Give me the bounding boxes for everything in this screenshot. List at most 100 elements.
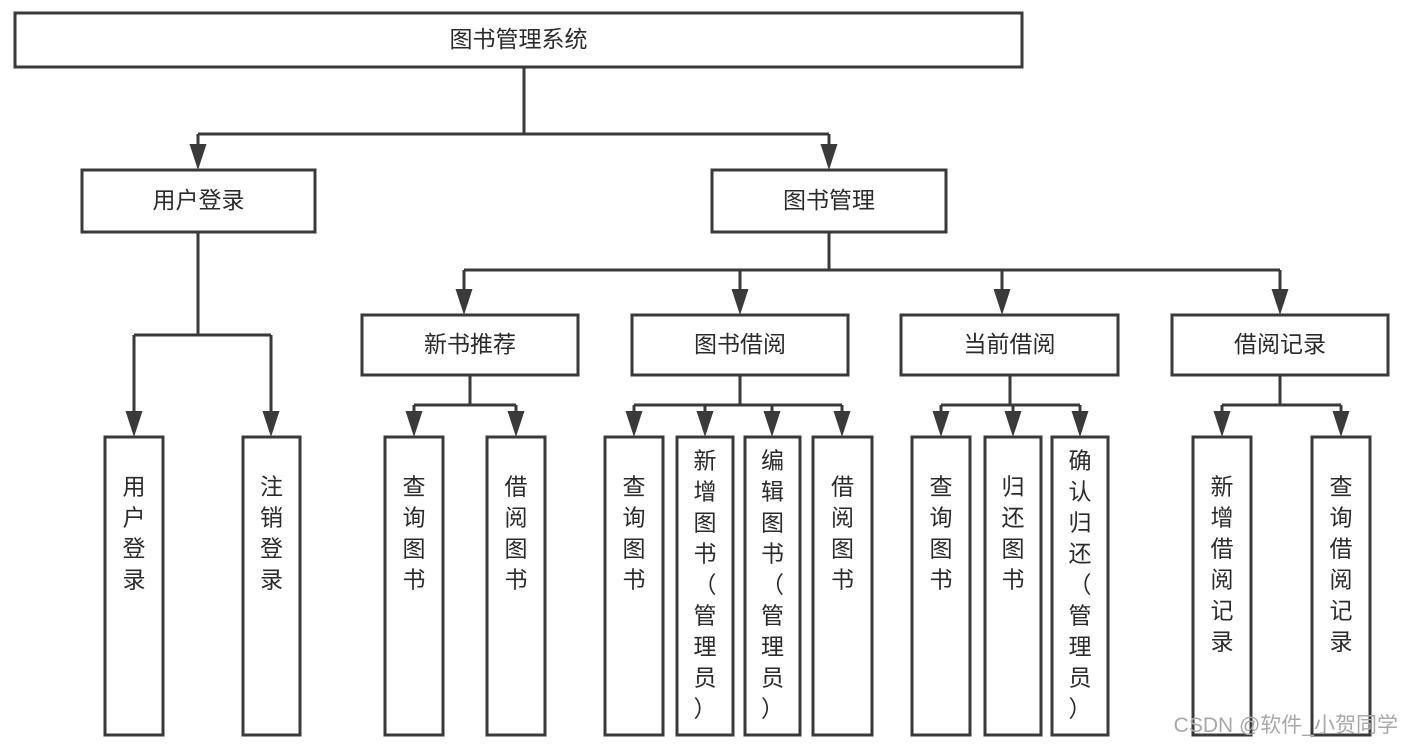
node-root[interactable]: 图书管理系统 <box>13 11 1024 69</box>
node-label-leaf-query-book-borrow: 查询图书 <box>623 474 646 593</box>
node-box-leaf-add-book-admin[interactable] <box>675 435 735 737</box>
node-box-leaf-confirm-return-admin[interactable] <box>1050 435 1110 737</box>
node-borrow-record[interactable]: 借阅记录 <box>1170 313 1390 377</box>
arrow-head-icon <box>405 411 423 437</box>
arrow-leaf-add-borrow-record <box>1213 405 1231 437</box>
node-box-leaf-return-book[interactable] <box>983 435 1043 737</box>
node-label-leaf-confirm-return-admin: 确认归还（管理员） <box>1069 448 1092 722</box>
node-box-book-management[interactable] <box>710 168 948 234</box>
node-leaf-query-borrow-record[interactable]: 查询借阅记录 <box>1310 435 1372 737</box>
connector-layer <box>125 67 1350 437</box>
arrow-leaf-borrow-book-recommend <box>507 405 525 437</box>
connector-bus-borrow-record <box>1222 375 1341 407</box>
node-leaf-add-book-admin[interactable]: 新增图书（管理员） <box>675 435 735 737</box>
node-box-book-borrow[interactable] <box>630 313 850 377</box>
arrow-head-icon <box>1332 411 1350 437</box>
arrow-leaf-user-logout <box>262 335 280 437</box>
node-label-leaf-query-borrow-record: 查询借阅记录 <box>1330 474 1353 655</box>
arrow-leaf-user-login <box>125 335 143 437</box>
node-leaf-confirm-return-admin[interactable]: 确认归还（管理员） <box>1050 435 1110 737</box>
node-leaf-user-logout[interactable]: 注销登录 <box>241 435 302 737</box>
node-box-leaf-query-borrow-record[interactable] <box>1310 435 1372 737</box>
node-leaf-query-book-recommend[interactable]: 查询图书 <box>383 435 445 737</box>
connector-bus-new-book-recommend <box>414 375 516 407</box>
node-box-leaf-add-borrow-record[interactable] <box>1191 435 1253 737</box>
arrow-head-icon <box>1271 289 1289 315</box>
arrow-head-icon <box>1071 411 1089 437</box>
connector-bus-user-login <box>134 232 271 337</box>
node-user-login[interactable]: 用户登录 <box>80 168 317 234</box>
node-leaf-borrow-book-recommend[interactable]: 借阅图书 <box>485 435 547 737</box>
arrow-book-management <box>820 134 838 170</box>
node-box-leaf-user-logout[interactable] <box>241 435 302 737</box>
node-book-borrow[interactable]: 图书借阅 <box>630 313 850 377</box>
node-box-leaf-query-book-recommend[interactable] <box>383 435 445 737</box>
node-label-leaf-add-borrow-record: 新增借阅记录 <box>1211 474 1234 655</box>
node-label-leaf-query-book-current: 查询图书 <box>930 474 953 593</box>
watermark-label: CSDN @软件_小贺同学 <box>1174 714 1398 737</box>
node-box-borrow-record[interactable] <box>1170 313 1390 377</box>
arrow-head-icon <box>507 411 525 437</box>
connector-bus-book-borrow <box>634 375 842 407</box>
node-label-leaf-user-logout: 注销登录 <box>260 474 283 593</box>
arrow-head-icon <box>993 289 1011 315</box>
node-book-management[interactable]: 图书管理 <box>710 168 948 234</box>
node-box-leaf-query-book-borrow[interactable] <box>603 435 665 737</box>
node-label-root: 图书管理系统 <box>450 26 588 52</box>
arrow-head-icon <box>262 411 280 437</box>
arrow-leaf-borrow-book <box>833 405 851 437</box>
node-leaf-query-book-current[interactable]: 查询图书 <box>910 435 972 737</box>
arrow-head-icon <box>455 289 473 315</box>
arrow-head-icon <box>1213 411 1231 437</box>
arrow-head-icon <box>1004 411 1022 437</box>
node-leaf-return-book[interactable]: 归还图书 <box>983 435 1043 737</box>
node-label-user-login: 用户登录 <box>153 187 245 213</box>
connector-bus-current-borrow <box>941 375 1080 407</box>
node-box-leaf-edit-book-admin[interactable] <box>743 435 802 737</box>
arrow-leaf-query-book-current <box>932 405 950 437</box>
node-leaf-add-borrow-record[interactable]: 新增借阅记录 <box>1191 435 1253 737</box>
node-leaf-user-login[interactable]: 用户登录 <box>103 435 165 737</box>
arrow-head-icon <box>731 289 749 315</box>
arrow-head-icon <box>696 411 714 437</box>
node-box-current-borrow[interactable] <box>899 313 1120 377</box>
arrow-leaf-return-book <box>1004 405 1022 437</box>
arrow-head-icon <box>932 411 950 437</box>
node-box-leaf-borrow-book-recommend[interactable] <box>485 435 547 737</box>
node-layer: 图书管理系统用户登录图书管理新书推荐图书借阅当前借阅借阅记录用户登录注销登录查询… <box>13 11 1390 737</box>
node-label-new-book-recommend: 新书推荐 <box>424 331 516 357</box>
connector-bus-book-management <box>464 232 1280 272</box>
node-label-book-management: 图书管理 <box>783 187 875 213</box>
arrow-head-icon <box>125 411 143 437</box>
node-label-borrow-record: 借阅记录 <box>1234 331 1326 357</box>
node-leaf-query-book-borrow[interactable]: 查询图书 <box>603 435 665 737</box>
node-new-book-recommend[interactable]: 新书推荐 <box>360 313 580 377</box>
node-label-book-borrow: 图书借阅 <box>694 331 786 357</box>
node-label-leaf-query-book-recommend: 查询图书 <box>403 474 426 593</box>
node-box-leaf-borrow-book[interactable] <box>811 435 874 737</box>
arrow-head-icon <box>625 411 643 437</box>
node-box-leaf-user-login[interactable] <box>103 435 165 737</box>
node-label-leaf-return-book: 归还图书 <box>1002 474 1025 593</box>
node-box-leaf-query-book-current[interactable] <box>910 435 972 737</box>
arrow-leaf-query-book-borrow <box>625 405 643 437</box>
node-box-new-book-recommend[interactable] <box>360 313 580 377</box>
node-label-leaf-edit-book-admin: 编辑图书（管理员） <box>761 448 784 722</box>
arrow-head-icon <box>763 411 781 437</box>
node-leaf-edit-book-admin[interactable]: 编辑图书（管理员） <box>743 435 802 737</box>
arrow-leaf-confirm-return-admin <box>1071 405 1089 437</box>
connector-bus-root <box>198 67 829 136</box>
node-label-current-borrow: 当前借阅 <box>964 331 1056 357</box>
arrow-head-icon <box>189 144 207 170</box>
node-box-root[interactable] <box>13 11 1024 69</box>
arrow-leaf-query-borrow-record <box>1332 405 1350 437</box>
node-label-leaf-borrow-book-recommend: 借阅图书 <box>505 474 528 593</box>
arrow-new-book-recommend <box>455 270 473 315</box>
node-current-borrow[interactable]: 当前借阅 <box>899 313 1120 377</box>
node-leaf-borrow-book[interactable]: 借阅图书 <box>811 435 874 737</box>
arrow-leaf-edit-book-admin <box>763 405 781 437</box>
node-box-user-login[interactable] <box>80 168 317 234</box>
arrow-current-borrow <box>993 270 1011 315</box>
